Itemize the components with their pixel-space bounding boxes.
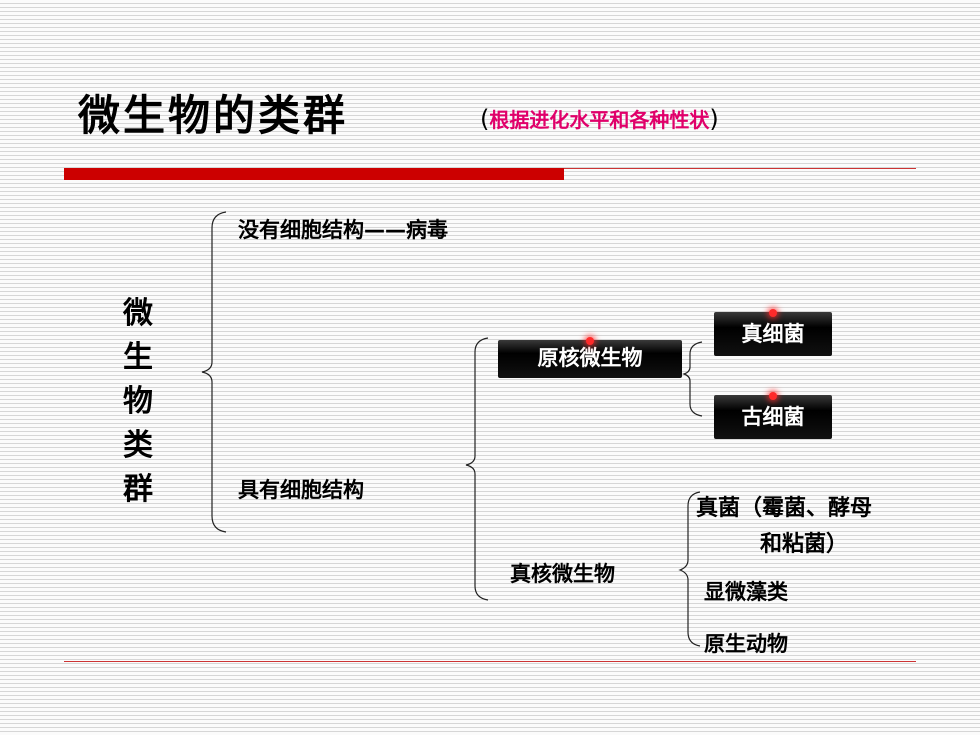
fungi-label-line2: 和粘菌） (760, 532, 849, 557)
root-char: 生 (123, 340, 153, 375)
page-subtitle: (根据进化水平和各种性状) (480, 104, 719, 133)
prokaryote-node: 原核微生物 (498, 337, 682, 378)
subtitle-text: 根据进化水平和各种性状 (489, 108, 710, 132)
node-highlight-dot (769, 392, 777, 400)
root-char: 物 (123, 384, 153, 419)
node-highlight-dot (769, 309, 777, 317)
no-cell-structure-label: 没有细胞结构——病毒 (238, 218, 448, 242)
title-divider-line (564, 168, 916, 169)
archaea-node: 古细菌 (714, 392, 832, 439)
prokaryote-brace (682, 341, 703, 417)
prokaryote-label: 原核微生物 (537, 345, 643, 370)
archaea-label: 古细菌 (741, 404, 805, 429)
title-accent-bar (64, 168, 564, 180)
bacteria-label: 真细菌 (741, 321, 805, 346)
algae-label: 显微藻类 (704, 580, 788, 604)
root-brace (201, 211, 227, 533)
root-label: 微 生 物 类 群 (118, 292, 158, 512)
root-char: 群 (123, 472, 153, 507)
root-char: 微 (123, 296, 153, 331)
page-title: 微生物的类群 (78, 91, 349, 140)
bacteria-node: 真细菌 (714, 309, 832, 356)
subtitle-open-paren: ( (480, 105, 490, 133)
fungi-label-line1: 真菌（霉菌、酵母 (696, 496, 873, 521)
subtitle-close-paren: ) (709, 105, 719, 133)
eukaryote-label: 真核微生物 (510, 562, 615, 586)
root-char: 类 (123, 428, 153, 463)
cell-structure-brace (465, 337, 489, 601)
protozoa-label: 原生动物 (704, 632, 788, 656)
node-highlight-dot (586, 337, 594, 345)
with-cell-structure-label: 具有细胞结构 (238, 478, 364, 502)
eukaryote-brace (678, 491, 701, 647)
footer-divider-line (64, 661, 916, 662)
